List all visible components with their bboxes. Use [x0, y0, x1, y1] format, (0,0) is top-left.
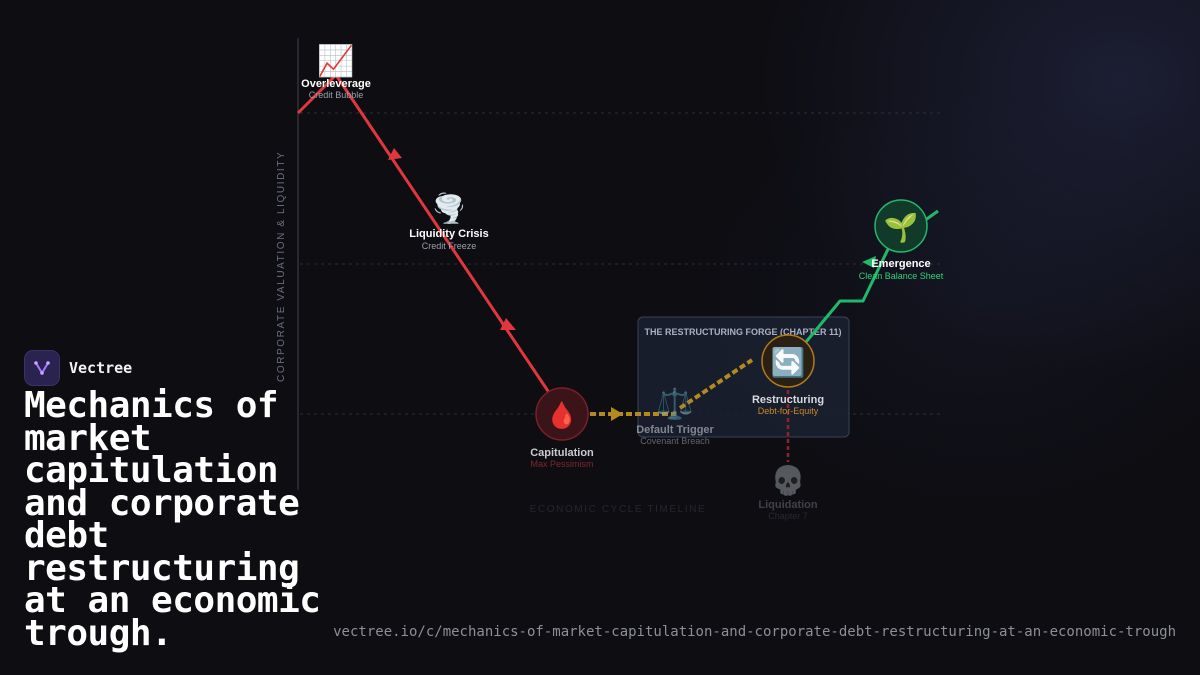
decline-arrow	[500, 318, 516, 330]
node-title: Overleverage	[301, 78, 371, 90]
blood-drop-icon: 🩸	[546, 400, 578, 431]
restructuring-badge	[761, 334, 815, 388]
node-overleverage[interactable]: 📈 Overleverage Credit Bubble	[301, 43, 371, 100]
node-emergence[interactable]: 🌱 Emergence Clean Balance Sheet	[859, 199, 944, 281]
node-default-trigger[interactable]: ⚖️ Default Trigger Covenant Breach	[636, 386, 714, 446]
vectree-logo-icon	[24, 350, 60, 386]
node-liquidity-crisis[interactable]: 🌪️ Liquidity Crisis Credit Freeze	[409, 191, 488, 251]
seedling-icon: 🌱	[884, 211, 919, 244]
node-subtitle: Chapter 7	[768, 511, 808, 521]
capitulation-badge	[535, 387, 589, 441]
decline-arrow	[388, 148, 402, 160]
default-arrow	[611, 407, 623, 421]
page-headline: Mechanics of market capitulation and cor…	[24, 385, 321, 654]
brand[interactable]: Vectree	[24, 350, 132, 386]
node-subtitle: Credit Bubble	[309, 90, 364, 100]
node-title: Default Trigger	[636, 424, 714, 436]
tornado-icon: 🌪️	[432, 191, 467, 225]
recovery-arrow	[862, 256, 876, 268]
page-url[interactable]: vectree.io/c/mechanics-of-market-capitul…	[333, 624, 1176, 640]
node-title: Liquidity Crisis	[409, 228, 488, 240]
brand-name: Vectree	[69, 359, 133, 377]
node-subtitle: Covenant Breach	[640, 436, 710, 446]
node-title: Liquidation	[758, 499, 818, 511]
emergence-badge	[874, 199, 928, 253]
node-title: Capitulation	[530, 447, 594, 459]
restructuring-forge-title: THE RESTRUCTURING FORGE (CHAPTER 11)	[644, 327, 841, 337]
skull-icon: 💀	[771, 464, 806, 497]
restructuring-path	[678, 358, 754, 410]
node-capitulation[interactable]: 🩸 Capitulation Max Pessimism	[530, 387, 594, 469]
x-axis-label: ECONOMIC CYCLE TIMELINE	[530, 504, 707, 515]
cycle-arrows-icon: 🔄	[771, 346, 806, 379]
node-title: Restructuring	[752, 394, 824, 406]
node-subtitle: Max Pessimism	[530, 459, 593, 469]
chart-increasing-icon: 📈	[317, 43, 354, 79]
node-subtitle: Credit Freeze	[422, 241, 477, 251]
node-title: Emergence	[871, 258, 930, 270]
node-subtitle: Clean Balance Sheet	[859, 271, 944, 281]
node-subtitle: Debt-for-Equity	[758, 406, 819, 416]
decline-path	[296, 73, 554, 398]
y-axis-label: CORPORATE VALUATION & LIQUIDITY	[276, 151, 287, 382]
balance-scale-icon: ⚖️	[656, 386, 693, 422]
node-liquidation[interactable]: 💀 Liquidation Chapter 7	[758, 464, 818, 521]
node-restructuring[interactable]: 🔄 Restructuring Debt-for-Equity	[752, 334, 824, 416]
